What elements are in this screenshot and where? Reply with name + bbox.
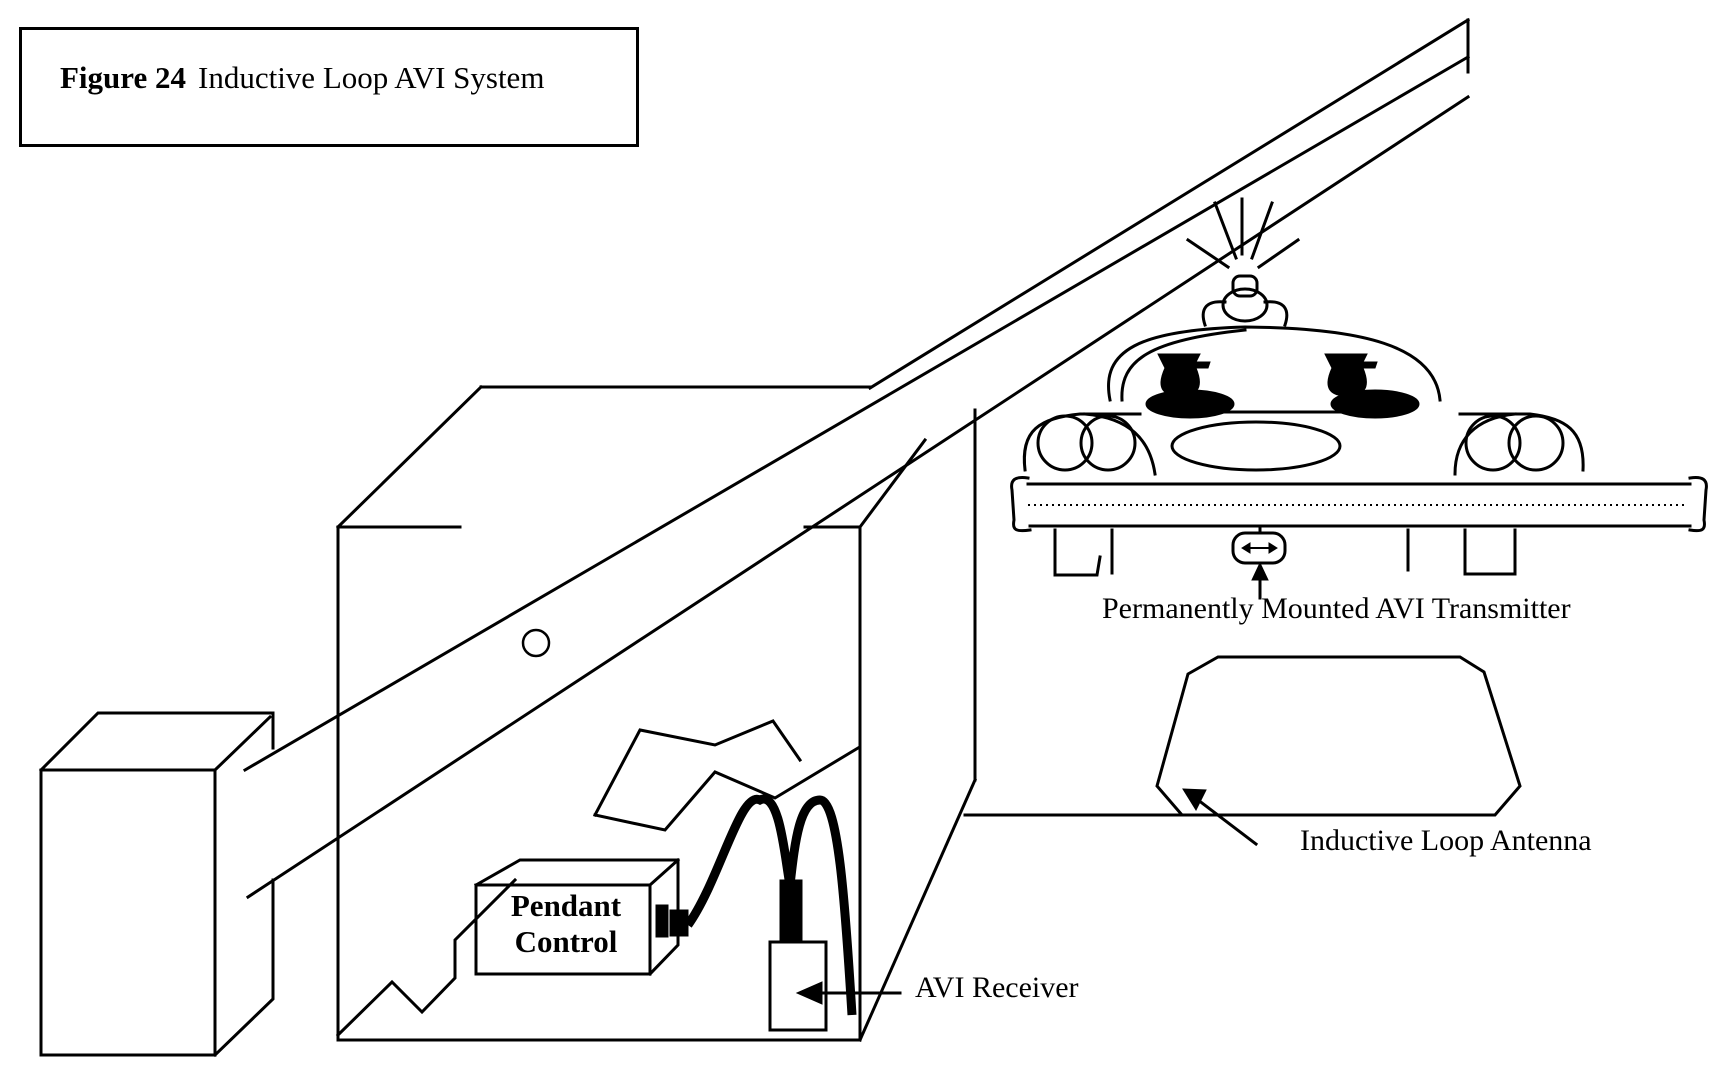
avi-transmitter — [1231, 524, 1287, 600]
occupant-right-icon — [1324, 353, 1420, 419]
pendant-label-line2: Control — [514, 924, 618, 959]
headlight-icon — [1507, 414, 1565, 472]
headlight-icon — [1036, 414, 1094, 472]
pendant-label-line1: Pendant — [510, 888, 622, 923]
avi-receiver — [768, 879, 902, 1032]
double-arrow-icon — [1241, 542, 1251, 554]
figure-title: Inductive Loop AVI System — [198, 60, 545, 95]
gate-pedestal — [38, 711, 275, 1058]
occupant-left-icon — [1145, 353, 1235, 419]
inductive-loop — [1155, 655, 1522, 847]
light-bar-icon — [1185, 197, 1301, 327]
gate-barrier-arm — [242, 17, 1471, 900]
grille-icon — [1170, 420, 1342, 472]
headlight-icon — [1464, 414, 1522, 472]
emergency-vehicle — [1010, 197, 1708, 577]
figure-caption-box: Figure 24 Inductive Loop AVI System — [19, 27, 639, 147]
transmitter-label: Permanently Mounted AVI Transmitter — [1102, 592, 1571, 625]
figure-number: Figure 24 — [60, 60, 186, 95]
pendant-control — [473, 857, 689, 977]
cable — [684, 794, 857, 1016]
receiver-label: AVI Receiver — [915, 971, 1079, 1004]
headlight-icon — [1079, 414, 1137, 472]
figure-caption: Figure 24 Inductive Loop AVI System — [60, 60, 544, 96]
pendant-control-label: Pendant Control — [478, 888, 654, 960]
gate-operator-housing — [335, 384, 1202, 1042]
arm-pivot-icon — [521, 628, 551, 658]
loop-antenna-label: Inductive Loop Antenna — [1300, 824, 1592, 857]
